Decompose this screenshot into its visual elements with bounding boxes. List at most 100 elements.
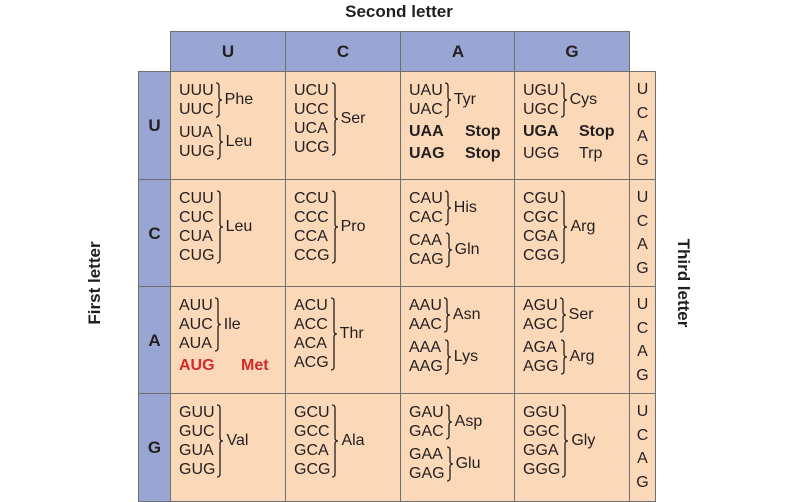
header-first-g: G (138, 393, 171, 502)
codon: UAC (409, 101, 443, 118)
codon: UUA (179, 124, 213, 141)
codon: GGC (523, 423, 560, 440)
codon-list: UUU UUC (179, 81, 214, 119)
amino-acid: Arg (569, 348, 595, 365)
codon: GUG (179, 461, 216, 478)
codon-group: CCU CCC CCA CCG Pro (294, 189, 365, 265)
codon: UCC (294, 101, 329, 118)
first-letter-title: First letter (85, 241, 104, 325)
codon: UGU (523, 82, 559, 99)
codon: GCG (294, 461, 331, 478)
codon: GGU (523, 404, 560, 421)
codon: GUA (179, 442, 214, 459)
codon: UUU (179, 82, 214, 99)
codon: GAC (409, 423, 444, 440)
codon: CCG (294, 247, 330, 264)
amino-acid: Cys (569, 91, 598, 108)
brace-icon (446, 446, 453, 482)
codon: GCC (294, 423, 330, 440)
codon: CUG (179, 247, 215, 264)
third-letter: C (636, 319, 649, 337)
stop-label: Stop (465, 123, 501, 140)
brace-icon (445, 404, 452, 440)
brace-icon (560, 339, 567, 375)
amino-acid: Glu (455, 455, 481, 472)
brace-icon (215, 82, 222, 118)
brace-icon (560, 82, 567, 118)
amino-acid: Leu (225, 133, 253, 150)
amino-acid: Thr (339, 325, 364, 342)
codon: AGC (523, 316, 558, 333)
brace-icon (331, 82, 338, 156)
amino-acid: Asp (454, 413, 483, 430)
codon: UUG (179, 143, 215, 160)
codon: CGA (523, 228, 558, 245)
codon: UCA (294, 120, 328, 137)
stop-label: Stop (465, 145, 501, 162)
header-second-a: A (400, 31, 516, 73)
cell-cc: CCU CCC CCA CCG Pro (285, 179, 401, 288)
codon: CUC (179, 209, 214, 226)
codon: UGG (523, 145, 560, 162)
codon: ACG (294, 354, 329, 371)
third-letter: C (636, 104, 649, 122)
third-letter: C (636, 426, 649, 444)
codon: GUC (179, 423, 215, 440)
brace-icon (331, 190, 338, 264)
codon: UUC (179, 101, 214, 118)
third-letter: G (636, 474, 649, 492)
codon: UAU (409, 82, 443, 99)
amino-acid: Pro (340, 218, 366, 235)
amino-acid: Lys (453, 348, 479, 365)
third-letter: U (636, 295, 649, 313)
header-second-u: U (170, 31, 286, 73)
codon: CAC (409, 209, 443, 226)
third-letter: A (637, 450, 648, 468)
amino-acid: Gly (571, 432, 596, 449)
amino-acid: Trp (579, 145, 603, 162)
brace-icon (559, 297, 566, 333)
amino-acid: Ser (568, 306, 594, 323)
amino-acid: Leu (225, 218, 253, 235)
brace-icon (561, 190, 568, 264)
codon: UCG (294, 139, 330, 156)
codon: GUU (179, 404, 215, 421)
codon: AUA (179, 335, 212, 352)
codon: AAU (409, 297, 442, 314)
header-second-g: G (514, 31, 630, 73)
codon: CCC (294, 209, 329, 226)
codon: CCU (294, 190, 329, 207)
codon: CCA (294, 228, 328, 245)
codon: GAA (409, 446, 443, 463)
brace-icon (332, 404, 339, 478)
codon: UCU (294, 82, 329, 99)
codon: CUA (179, 228, 213, 245)
